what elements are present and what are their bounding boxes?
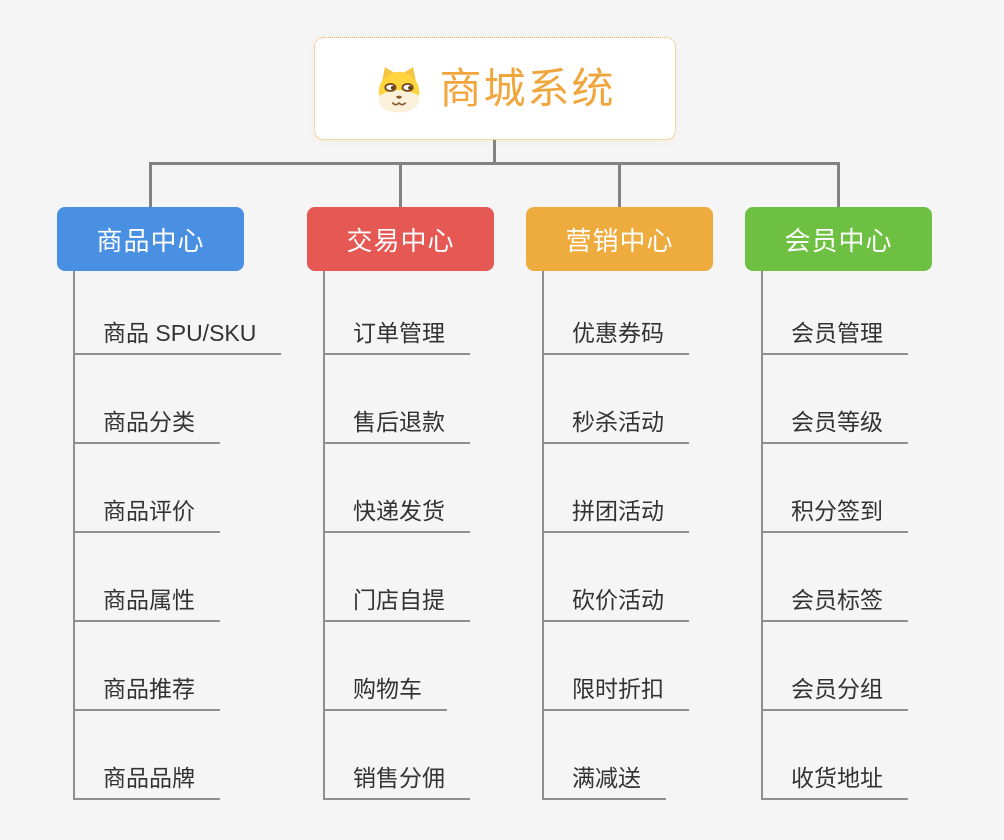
child-node-member-center-4[interactable]: 会员分组 [761,675,908,711]
branch-node-product-center[interactable]: 商品中心 [57,207,244,271]
child-node-trade-center-4[interactable]: 购物车 [323,675,447,711]
child-node-product-center-5[interactable]: 商品品牌 [73,764,220,800]
branch-node-trade-center[interactable]: 交易中心 [307,207,494,271]
child-node-marketing-center-2[interactable]: 拼团活动 [542,497,689,533]
branch-label: 交易中心 [346,225,455,256]
branch-label: 营销中心 [565,225,674,256]
connector-branch-drop [149,162,152,208]
child-node-trade-center-2[interactable]: 快递发货 [323,497,470,533]
branch-label: 会员中心 [784,225,893,256]
child-node-trade-center-0[interactable]: 订单管理 [323,319,470,355]
child-node-product-center-2[interactable]: 商品评价 [73,497,220,533]
branch-label: 商品中心 [96,225,205,256]
child-node-marketing-center-0[interactable]: 优惠券码 [542,319,689,355]
branch-trunk-line [761,271,763,800]
branch-trunk-line [323,271,325,800]
connector-horizontal-bar [149,162,840,165]
child-node-marketing-center-1[interactable]: 秒杀活动 [542,408,689,444]
child-node-trade-center-1[interactable]: 售后退款 [323,408,470,444]
child-node-member-center-3[interactable]: 会员标签 [761,586,908,622]
connector-root-stem [493,140,496,165]
connector-branch-drop [618,162,621,208]
branch-node-marketing-center[interactable]: 营销中心 [526,207,713,271]
child-node-product-center-0[interactable]: 商品 SPU/SKU [73,319,282,355]
branch-trunk-line [542,271,544,800]
branch-node-member-center[interactable]: 会员中心 [745,207,932,271]
dog-face-icon [374,64,424,114]
connector-branch-drop [837,162,840,208]
root-title: 商城系统 [439,64,616,112]
child-node-trade-center-3[interactable]: 门店自提 [323,586,470,622]
root-node[interactable]: 商城系统 [314,37,676,140]
child-node-product-center-4[interactable]: 商品推荐 [73,675,220,711]
child-node-member-center-5[interactable]: 收货地址 [761,764,908,800]
branch-trunk-line [73,271,75,800]
child-node-member-center-2[interactable]: 积分签到 [761,497,908,533]
child-node-product-center-3[interactable]: 商品属性 [73,586,220,622]
child-node-marketing-center-3[interactable]: 砍价活动 [542,586,689,622]
child-node-member-center-1[interactable]: 会员等级 [761,408,908,444]
child-node-trade-center-5[interactable]: 销售分佣 [323,764,470,800]
connector-branch-drop [399,162,402,208]
child-node-product-center-1[interactable]: 商品分类 [73,408,220,444]
child-node-member-center-0[interactable]: 会员管理 [761,319,908,355]
child-node-marketing-center-4[interactable]: 限时折扣 [542,675,689,711]
child-node-marketing-center-5[interactable]: 满减送 [542,764,666,800]
